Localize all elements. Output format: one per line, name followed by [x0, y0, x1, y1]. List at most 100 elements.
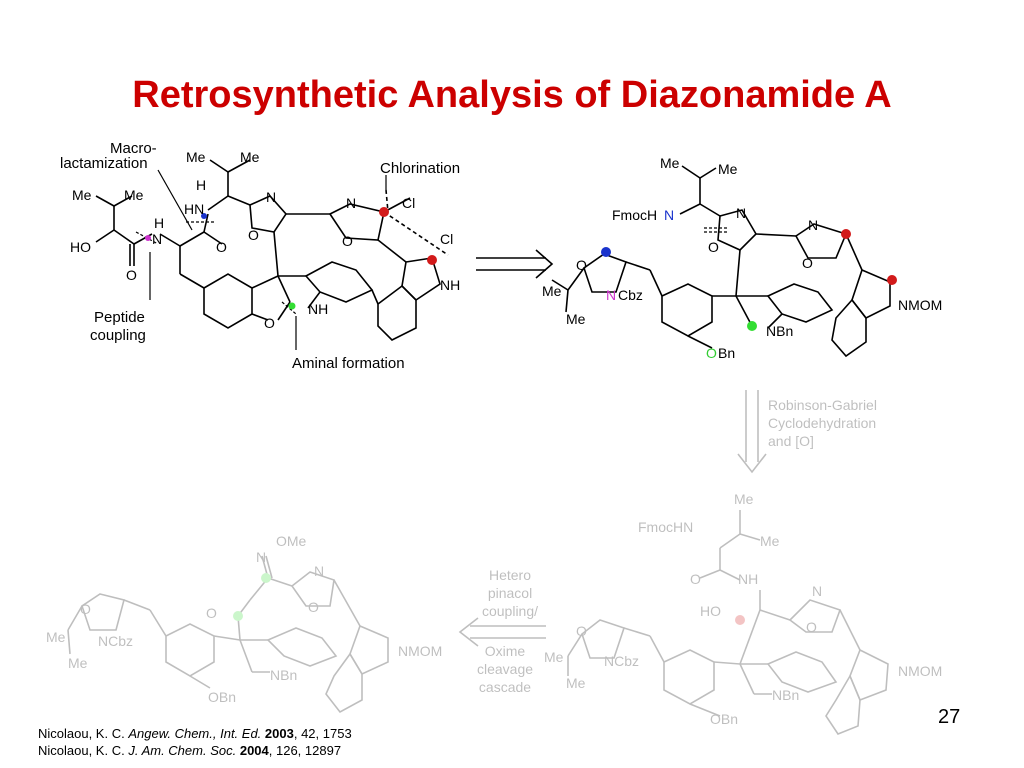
- ref-author: Nicolaou, K. C.: [38, 743, 129, 758]
- atom-label: N: [256, 549, 266, 565]
- atom-label: NMOM: [898, 297, 942, 313]
- atom-label: O: [690, 571, 701, 587]
- atom-label: Me: [734, 491, 754, 507]
- atom-label: Bn: [718, 345, 735, 361]
- atom-label: HO: [700, 603, 721, 619]
- atom-label: HN: [184, 201, 204, 217]
- reference-1: Nicolaou, K. C. Angew. Chem., Int. Ed. 2…: [38, 725, 352, 742]
- diazonamide-a-atoms: Me Me H HN O N O N O Me Me H N HO O O NH…: [70, 149, 460, 331]
- atom-label: FmocH: [612, 207, 657, 223]
- atom-label: OMe: [276, 533, 307, 549]
- slide-title: Retrosynthetic Analysis of Diazonamide A: [132, 74, 892, 116]
- atom-label: N: [314, 563, 324, 579]
- atom-label: NH: [738, 571, 758, 587]
- atom-label: Me: [544, 649, 564, 665]
- atom-label: O: [126, 267, 137, 283]
- atom-label: O: [80, 601, 91, 617]
- atom-label: OBn: [710, 711, 738, 727]
- ref-journal: J. Am. Chem. Soc.: [128, 743, 237, 758]
- atom-label: Me: [186, 149, 206, 165]
- atom-label: N: [606, 287, 616, 303]
- atom-label: N: [812, 583, 822, 599]
- label-oxime-cascade: cleavage: [477, 661, 533, 677]
- atom-label: O: [206, 605, 217, 621]
- site-green-marker: [233, 611, 243, 621]
- atom-label: Me: [566, 675, 586, 691]
- atom-label: NH: [440, 277, 460, 293]
- site-magenta-marker: [145, 235, 151, 241]
- atom-label: O: [308, 599, 319, 615]
- atom-label: Cl: [402, 195, 415, 211]
- left-arrow: [458, 617, 546, 647]
- atom-label: N: [664, 207, 674, 223]
- atom-label: NBn: [270, 667, 297, 683]
- atom-label: Me: [240, 149, 260, 165]
- ref-journal: Angew. Chem., Int. Ed.: [128, 726, 262, 741]
- atom-label: Me: [124, 187, 144, 203]
- atom-label: N: [266, 189, 276, 205]
- down-arrow: [737, 390, 767, 474]
- atom-label: O: [802, 255, 813, 271]
- atom-label: NCbz: [604, 653, 639, 669]
- atom-label: Me: [542, 283, 562, 299]
- page-number: 27: [938, 706, 961, 728]
- atom-label: O: [342, 233, 353, 249]
- atom-label: O: [216, 239, 227, 255]
- atom-label: NMOM: [398, 643, 442, 659]
- site-red-marker: [887, 275, 897, 285]
- atom-label: NBn: [766, 323, 793, 339]
- atom-label: H: [196, 177, 206, 193]
- label-robinson-gabriel: and [O]: [768, 433, 814, 449]
- diazonamide-a-annotations: Macro- lactamization Chlorination Peptid…: [60, 140, 460, 372]
- atom-label: Me: [68, 655, 88, 671]
- atom-label: N: [152, 231, 162, 247]
- ref-details: , 42, 1753: [293, 726, 352, 741]
- label-robinson-gabriel: Cyclodehydration: [768, 415, 876, 431]
- atom-label: Me: [72, 187, 92, 203]
- label-oxime-cascade: cascade: [479, 679, 531, 695]
- atom-label: O: [576, 623, 587, 639]
- atom-label: Cl: [440, 231, 453, 247]
- ref-details: , 126, 12897: [268, 743, 342, 758]
- intermediate-structure: [551, 165, 891, 358]
- atom-label: O: [576, 257, 587, 273]
- ref-year: 2004: [239, 743, 269, 758]
- atom-label: Me: [660, 155, 680, 171]
- atom-label: Me: [46, 629, 66, 645]
- atom-label: N: [736, 205, 746, 221]
- atom-label: O: [248, 227, 259, 243]
- label-aminal-formation: Aminal formation: [292, 355, 405, 372]
- atom-label: O: [708, 239, 719, 255]
- intermediate-atoms: Me Me FmocH N N O N O O Me Me N Cbz NBn …: [542, 155, 942, 361]
- atom-label: OBn: [208, 689, 236, 705]
- label-chlorination: Chlorination: [380, 160, 460, 177]
- site-red-marker: [735, 615, 745, 625]
- label-macrolactamization: Macro-: [110, 140, 157, 157]
- label-hetero-pinacol: Hetero: [489, 567, 531, 583]
- faded-precursor-structure: [567, 510, 889, 735]
- site-red-marker: [379, 207, 389, 217]
- atom-label: O: [806, 619, 817, 635]
- site-green-marker: [261, 573, 271, 583]
- references: Nicolaou, K. C. Angew. Chem., Int. Ed. 2…: [38, 725, 352, 759]
- atom-label: FmocHN: [638, 519, 693, 535]
- label-macrolactamization: lactamization: [60, 155, 148, 172]
- label-hetero-pinacol: coupling/: [482, 603, 538, 619]
- site-blue-marker: [601, 247, 611, 257]
- label-robinson-gabriel: Robinson-Gabriel: [768, 397, 877, 413]
- atom-label: Me: [760, 533, 780, 549]
- faded-lower-scheme: Robinson-Gabriel Cyclodehydration and [O…: [46, 390, 942, 735]
- site-red-marker: [841, 229, 851, 239]
- atom-label: O: [706, 345, 717, 361]
- retro-arrow: [476, 249, 554, 279]
- ref-year: 2003: [264, 726, 294, 741]
- atom-label: NH: [308, 301, 328, 317]
- atom-label: Cbz: [618, 287, 643, 303]
- label-hetero-pinacol: pinacol: [488, 585, 532, 601]
- diazonamide-a-sites: [145, 207, 437, 310]
- site-blue-marker: [201, 213, 207, 219]
- atom-label: NBn: [772, 687, 799, 703]
- atom-label: NMOM: [898, 663, 942, 679]
